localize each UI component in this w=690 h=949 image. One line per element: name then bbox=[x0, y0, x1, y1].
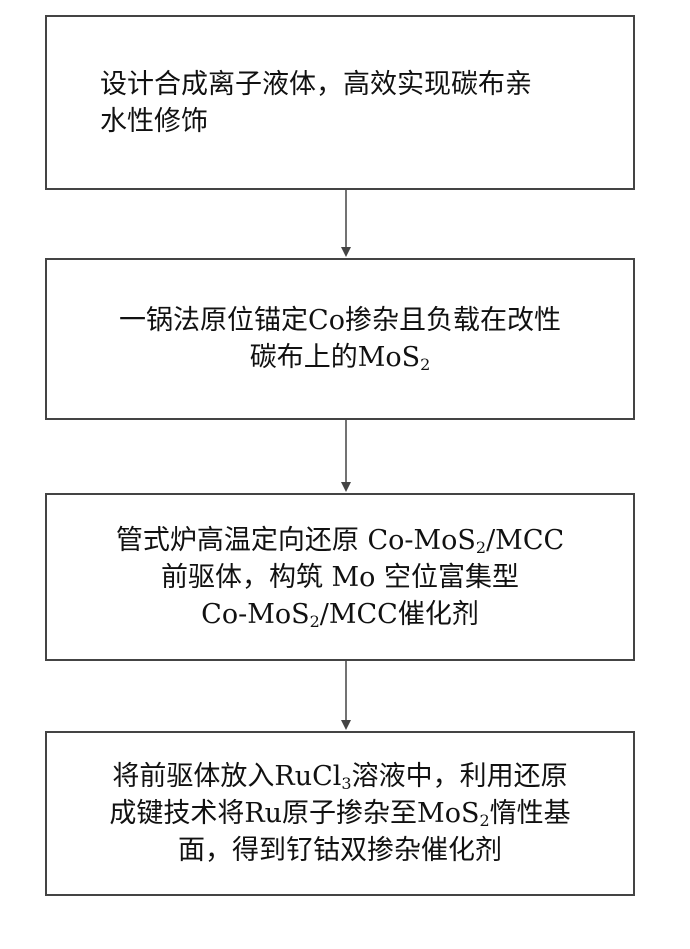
arrow-3-to-4 bbox=[341, 661, 351, 730]
arrow-2-to-3 bbox=[341, 420, 351, 492]
arrow-1-to-2 bbox=[341, 190, 351, 257]
